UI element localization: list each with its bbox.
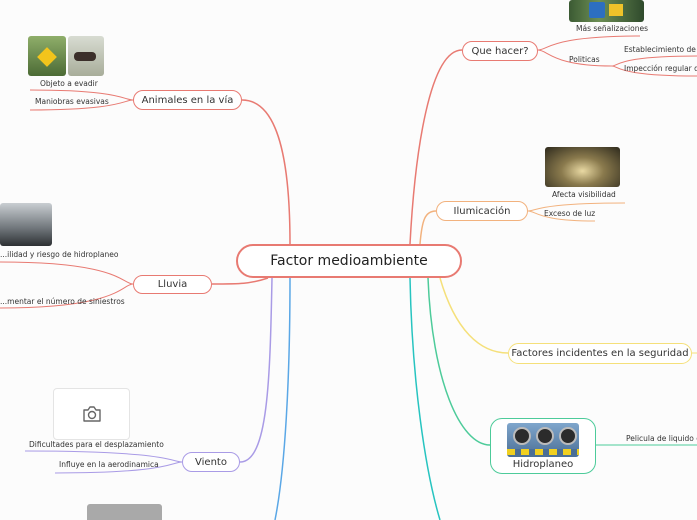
central-topic[interactable]: Factor medioambiente <box>236 244 462 278</box>
viento-child-1[interactable]: Dificultades para el desplazamiento <box>29 440 164 449</box>
tire-water-photo <box>507 423 579 457</box>
branch-lluvia[interactable]: Lluvia <box>133 275 212 294</box>
branch-hidroplaneo[interactable]: Hidroplaneo <box>490 418 596 474</box>
animal-photo <box>68 36 104 76</box>
branch-viento[interactable]: Viento <box>182 452 240 472</box>
politicas-child-2[interactable]: Impección regular de... <box>624 64 697 73</box>
iluminacion-child-1[interactable]: Afecta visibilidad <box>552 190 616 199</box>
camera-icon <box>82 406 101 422</box>
animales-child-1[interactable]: Objeto a evadir <box>40 79 98 88</box>
hidroplaneo-child-1[interactable]: Pelicula de liquido en... <box>626 434 697 443</box>
lluvia-child-2[interactable]: ...mentar el número de siniestros <box>0 297 125 306</box>
branch-factores[interactable]: Factores incidentes en la seguridad <box>508 343 692 364</box>
que-hacer-child-1[interactable]: Más señalizaciones <box>576 24 649 33</box>
branch-animales[interactable]: Animales en la vía <box>133 90 242 110</box>
rain-road-photo <box>0 203 52 246</box>
deer-sign-photo <box>28 36 66 76</box>
politicas-child-1[interactable]: Establecimiento de ve... <box>624 45 697 54</box>
viento-image-placeholder[interactable] <box>53 388 130 440</box>
que-hacer-child-2[interactable]: Politicas <box>569 55 600 64</box>
iluminacion-child-2[interactable]: Exceso de luz <box>544 209 596 218</box>
hidroplaneo-title: Hidroplaneo <box>512 459 574 470</box>
branch-que-hacer[interactable]: Que hacer? <box>462 41 538 61</box>
partial-image <box>87 504 162 520</box>
road-sign-photo <box>569 0 644 22</box>
tunnel-lights-photo <box>545 147 620 187</box>
lluvia-child-1[interactable]: ...ilidad y riesgo de hidroplaneo <box>0 250 119 259</box>
branch-iluminacion[interactable]: Ilumicación <box>436 201 528 221</box>
animales-child-2[interactable]: Maniobras evasivas <box>35 97 109 106</box>
viento-child-2[interactable]: Influye en la aerodinamica <box>59 460 159 469</box>
